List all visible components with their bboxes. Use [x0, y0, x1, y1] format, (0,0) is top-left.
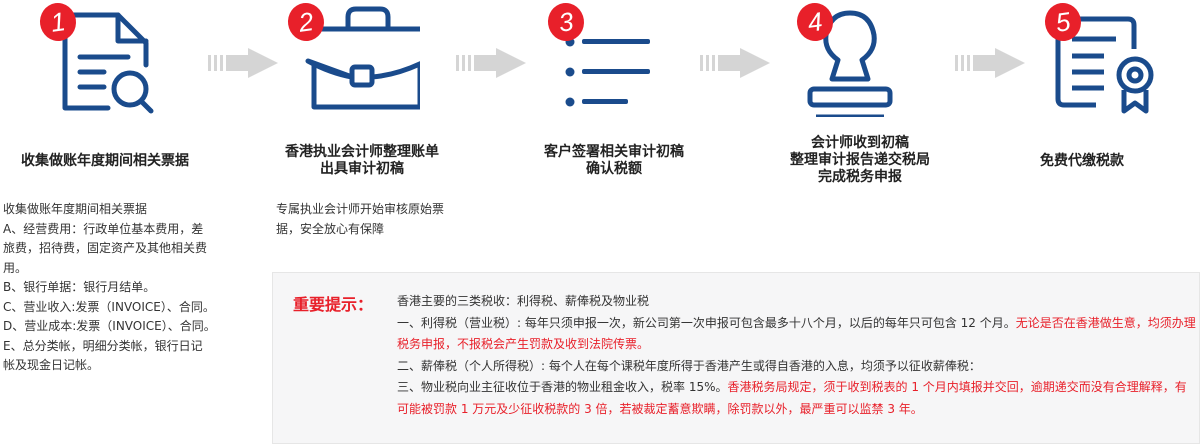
notice-label: 重要提示： [293, 295, 374, 314]
document-search-icon [62, 12, 154, 114]
arrow-right-icon [700, 48, 772, 78]
step2-description: 专属执业会计师开始审核原始票据，安全放心有保障 [276, 202, 445, 236]
step-title: 香港执业会计师整理账单出具审计初稿 [285, 144, 439, 177]
step-title: 客户签署相关审计初稿确认税额 [544, 144, 684, 177]
step-title: 会计师收到初稿整理审计报告递交税局完成税务申报 [790, 135, 930, 185]
arrow-right-icon [208, 48, 280, 78]
arrow-right-icon [456, 48, 528, 78]
notice-item-3: 三、物业税向业主征收位于香港的物业租金收入，税率 15%。香港税务局规定，须于收… [397, 380, 1187, 416]
arrow-right-icon [955, 48, 1027, 78]
notice-item-1: 一、利得税（营业税）: 每年只须申报一次，新公司第一次申报可包含最多十八个月，以… [397, 315, 1196, 352]
notice-body: 香港主要的三类税收：利得税、薪俸税及物业税 一、利得税（营业税）: 每年只须申报… [397, 291, 1197, 420]
stamp-icon [807, 10, 893, 117]
step-title: 收集做账年度期间相关票据 [21, 153, 189, 169]
notice-item-2: 二、薪俸税（个人所得税）: 每个人在每个课税年度所得于香港产生或得自香港的入息，… [397, 358, 981, 373]
notice-intro: 香港主要的三类税收：利得税、薪俸税及物业税 [397, 294, 650, 308]
important-notice-box: 重要提示： 香港主要的三类税收：利得税、薪俸税及物业税 一、利得税（营业税）: … [272, 272, 1200, 444]
step-title: 免费代缴税款 [1040, 153, 1124, 169]
